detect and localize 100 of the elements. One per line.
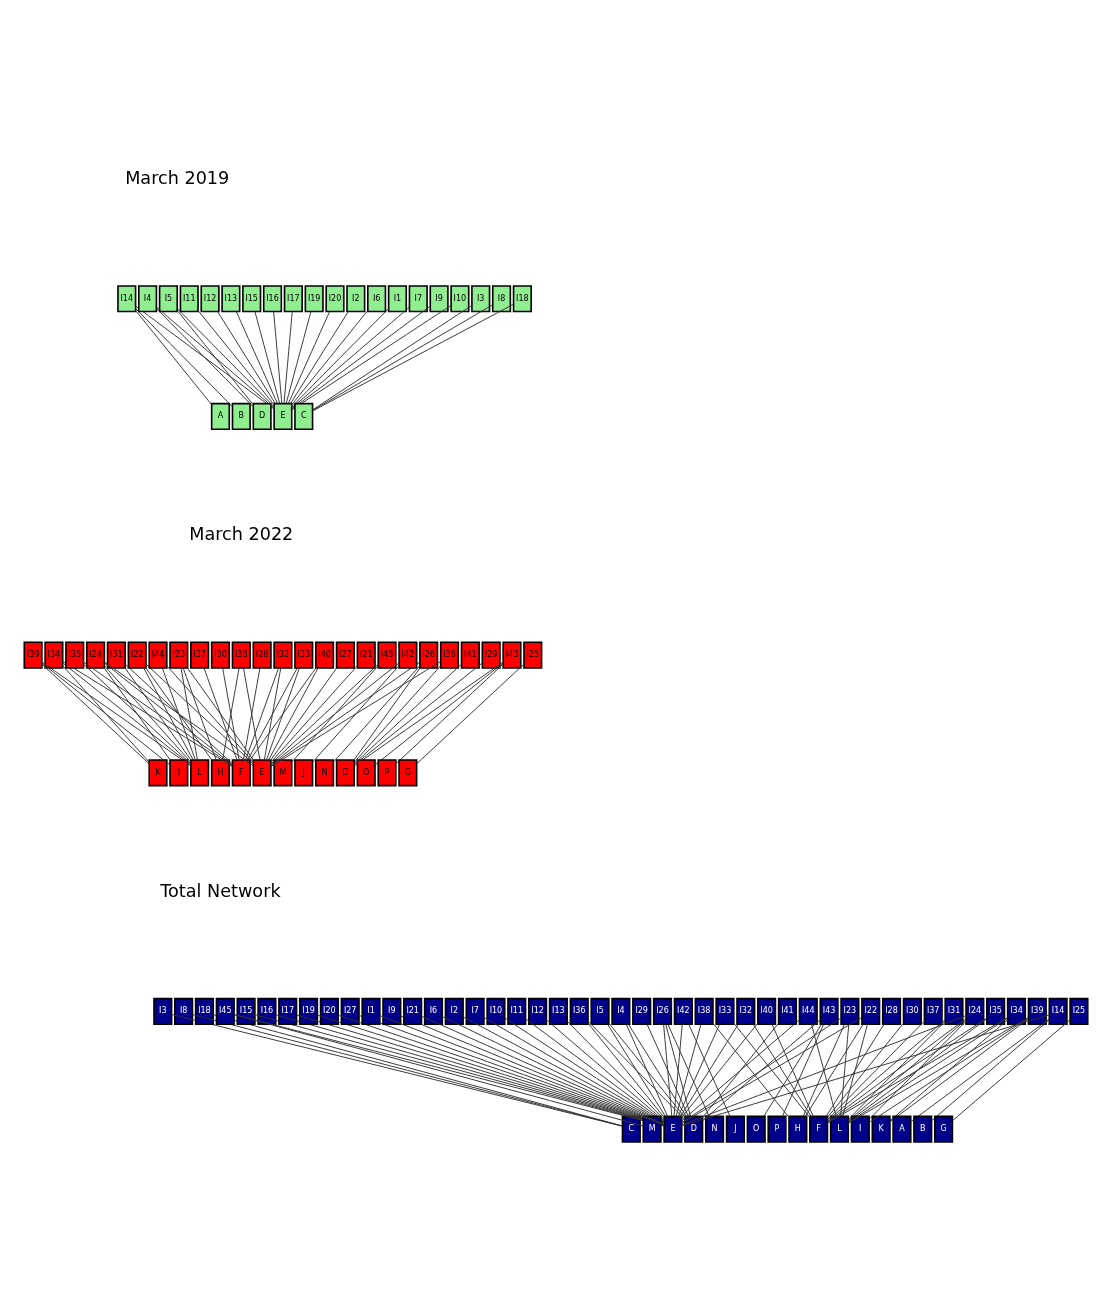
connector (733, 1022, 811, 1118)
node-box: I8 (491, 285, 512, 313)
connector (681, 1015, 967, 1126)
node-box: I30 (902, 997, 922, 1026)
connector (247, 667, 298, 761)
node-box: I (850, 1115, 870, 1143)
node-box: I13 (221, 285, 241, 313)
node-box: I28 (881, 997, 902, 1026)
node-box: I27 (335, 641, 355, 669)
connector (291, 665, 379, 763)
label: Total Network (160, 880, 281, 901)
node-box: B (231, 402, 251, 431)
node-box: L (829, 1115, 850, 1143)
node-box: I21 (403, 997, 423, 1026)
connector (254, 311, 281, 405)
connector (827, 1019, 946, 1122)
node-box: M (273, 759, 293, 787)
node-box: I36 (569, 997, 589, 1026)
connector (847, 1020, 946, 1120)
node-box: I26 (419, 641, 439, 669)
node-box: I23 (840, 997, 860, 1026)
connector (41, 662, 171, 766)
node-box: I18 (194, 997, 215, 1026)
connector (840, 1024, 850, 1117)
connector (353, 665, 442, 763)
connector (270, 667, 338, 761)
node-box: I6 (367, 285, 387, 313)
node-box: I1 (387, 285, 408, 313)
node-box: I6 (423, 997, 444, 1026)
connector (416, 663, 525, 765)
connector (273, 311, 283, 405)
node-box: G (934, 1115, 954, 1143)
connector (353, 667, 421, 761)
node-box: I37 (190, 641, 210, 669)
node-box: I22 (861, 997, 881, 1026)
connector (249, 667, 317, 761)
node-box: I39 (1027, 997, 1047, 1026)
connector (646, 1024, 689, 1117)
node-box: I3 (153, 997, 173, 1026)
connector (135, 305, 275, 410)
node-box: D (684, 1115, 704, 1143)
node-box: N (704, 1115, 725, 1143)
node-box: I2 (346, 285, 366, 313)
node-box: A (210, 402, 231, 431)
node-box: I38 (231, 641, 251, 669)
connector (771, 1024, 814, 1117)
node-box: I26 (652, 997, 673, 1026)
node-box: I45 (215, 997, 235, 1026)
connector (587, 1022, 665, 1118)
connector (182, 667, 217, 761)
connector (681, 1022, 759, 1118)
connector (124, 667, 192, 761)
connector (41, 661, 192, 767)
node-box: I10 (450, 285, 470, 313)
connector (156, 306, 275, 409)
node-box: I17 (283, 285, 303, 313)
node-box: I11 (507, 997, 527, 1026)
connector (291, 306, 410, 409)
node-box: I41 (777, 997, 798, 1026)
connector (312, 665, 400, 763)
node-box: I22 (127, 641, 147, 669)
node-box: I15 (242, 285, 262, 313)
node-box: I43 (819, 997, 839, 1026)
connector (889, 1019, 1009, 1122)
node-box: I7 (408, 285, 428, 313)
node-box: I9 (382, 997, 402, 1026)
node-box: N (314, 759, 335, 787)
connector (143, 667, 194, 761)
connector (263, 667, 282, 761)
node-box: I3 (471, 285, 491, 313)
node-box: I12 (200, 285, 220, 313)
node-box: I24 (965, 997, 985, 1026)
connector (283, 311, 293, 405)
connector (587, 1020, 686, 1120)
connector (667, 1024, 710, 1117)
connector (712, 1022, 790, 1118)
node-box: I45 (377, 641, 397, 669)
label: March 2022 (189, 524, 294, 545)
node-box: P (377, 759, 397, 787)
connector (868, 1020, 967, 1120)
connector (825, 1024, 885, 1117)
node-box: I37 (923, 997, 943, 1026)
connector (285, 311, 312, 405)
node-box: I4 (611, 997, 631, 1026)
node-box: I44 (148, 641, 168, 669)
node-box: M (642, 1115, 662, 1143)
node-box: I20 (325, 285, 345, 313)
connector (842, 1024, 868, 1117)
connector (135, 310, 213, 406)
connector (41, 663, 150, 765)
node-box: I41 (460, 641, 480, 669)
node-box: I33 (294, 641, 314, 669)
connector (291, 310, 369, 406)
connector (608, 1022, 686, 1118)
connector (124, 663, 233, 765)
connector (287, 311, 330, 405)
connector (203, 667, 238, 761)
connector (607, 1024, 666, 1117)
connector (291, 308, 389, 408)
node-box: I20 (319, 997, 339, 1026)
